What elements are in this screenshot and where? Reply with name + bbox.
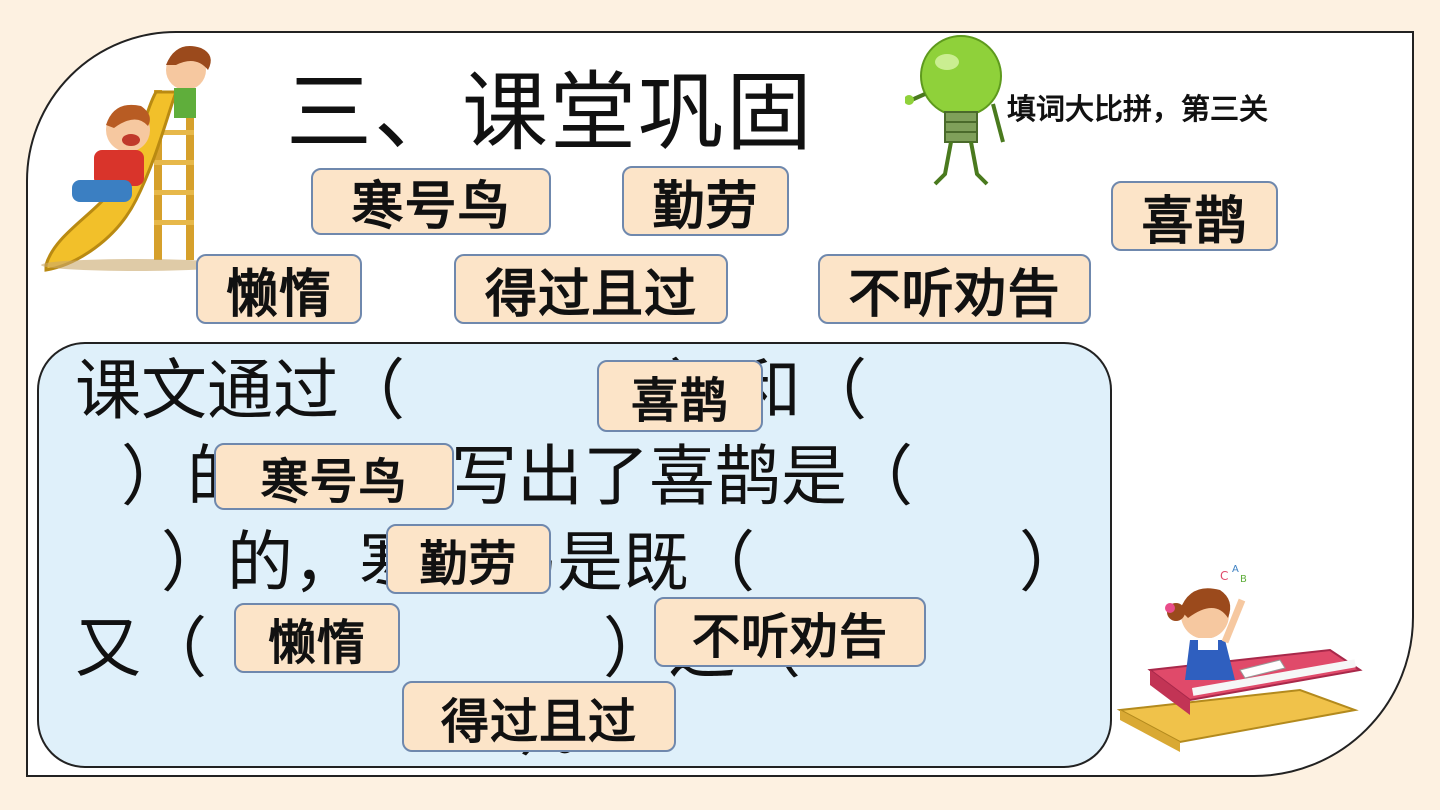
answer-chip-deguoqieguo[interactable]: 得过且过 (402, 681, 676, 752)
paragraph-line-3: ）的，寒号鸟是既（ ） (161, 524, 1085, 601)
lightbulb-mascot-illustration (905, 35, 1005, 186)
level-subtitle: 填词大比拼，第三关 (1007, 92, 1269, 126)
answer-chip-xique[interactable]: 喜鹊 (597, 360, 763, 432)
word-chip-qinlao[interactable]: 勤劳 (622, 166, 789, 237)
word-chip-deguoqieguo[interactable]: 得过且过 (454, 254, 728, 325)
word-chip-hanhaoniao[interactable]: 寒号鸟 (311, 168, 551, 237)
answer-chip-qinlao[interactable]: 勤劳 (386, 524, 551, 594)
svg-text:A: A (1232, 564, 1239, 575)
answer-chip-butingquangao[interactable]: 不听劝告 (654, 597, 926, 667)
svg-text:C: C (1220, 569, 1228, 583)
answer-chip-landuo[interactable]: 懒惰 (234, 603, 400, 673)
page-title: 三、课堂巩固 (286, 63, 814, 163)
word-chip-xique[interactable]: 喜鹊 (1111, 181, 1278, 252)
kids-on-slide-illustration (41, 46, 231, 272)
answer-chip-hanhaoniao[interactable]: 寒号鸟 (214, 443, 454, 510)
girl-reading-books-illustration: C A B (1116, 564, 1363, 752)
word-chip-butingquangao[interactable]: 不听劝告 (818, 254, 1091, 325)
svg-text:B: B (1240, 574, 1247, 585)
word-chip-landuo[interactable]: 懒惰 (196, 254, 362, 325)
